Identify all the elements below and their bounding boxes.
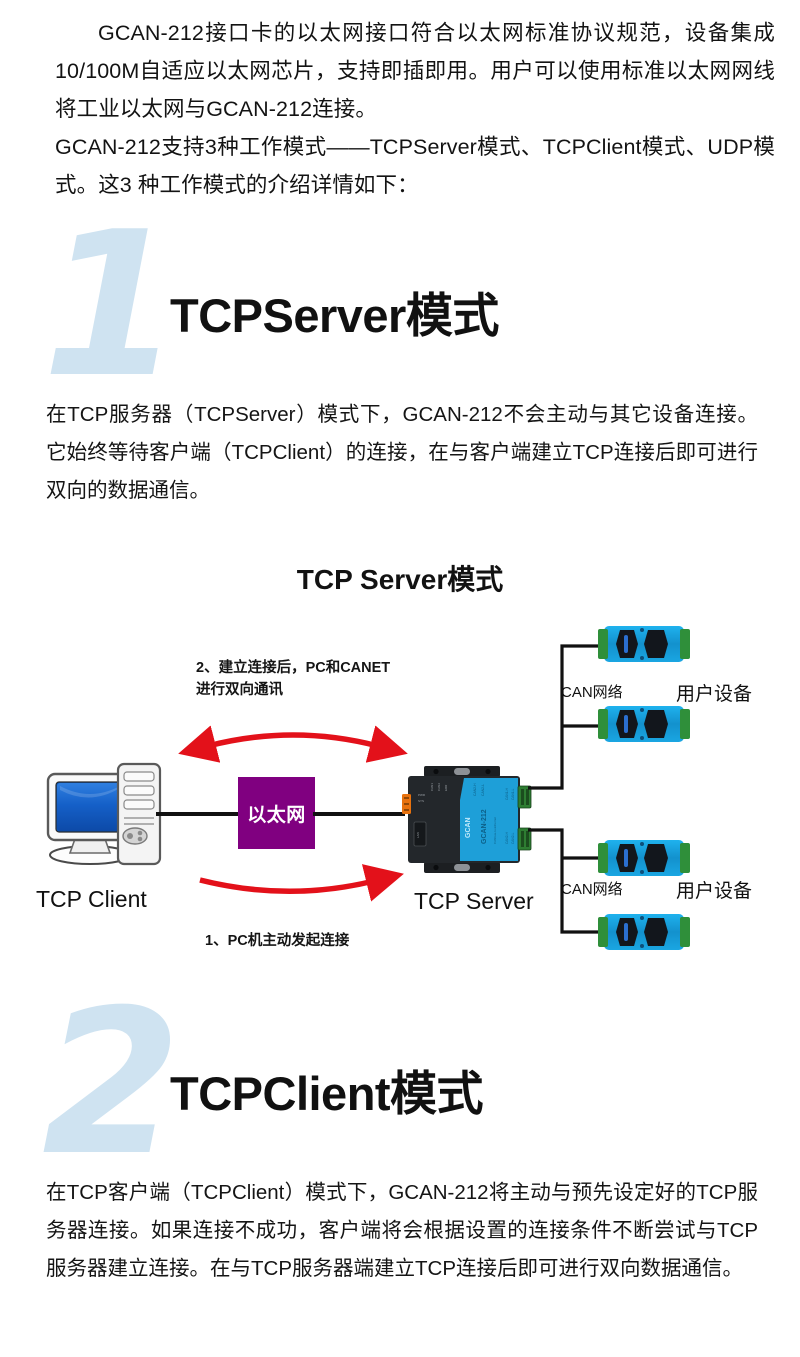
network-cable-left — [156, 812, 240, 816]
svg-text:CAN1: CAN1 — [430, 783, 434, 791]
section-number-1: 1 — [42, 189, 182, 422]
can-module-icon — [598, 706, 690, 742]
svg-text:CANbus-to-Ethernet: CANbus-to-Ethernet — [493, 817, 497, 844]
can-module-icon — [598, 914, 690, 950]
intro-paragraph-2: GCAN-212支持3种工作模式——TCPServer模式、TCPClient模… — [55, 135, 775, 197]
diagram-note-top: 2、建立连接后，PC和CANET 进行双向通讯 — [196, 657, 390, 701]
section-title-1: TCPServer模式 — [170, 289, 499, 342]
user-device-label-upper: 用户设备 — [676, 684, 753, 705]
svg-text:CAN2-H: CAN2-H — [473, 783, 477, 796]
svg-text:LAN: LAN — [416, 832, 420, 838]
svg-text:GCAN: GCAN — [465, 817, 472, 838]
svg-text:CAN2: CAN2 — [437, 783, 441, 791]
svg-text:CAN1-L: CAN1-L — [511, 788, 515, 800]
network-cable-right — [313, 812, 405, 816]
can-network-upper-wiring — [528, 644, 606, 790]
computer-icon — [46, 762, 162, 866]
section-number-2: 2 — [42, 967, 182, 1200]
diagram-note-bottom: 1、PC机主动发起连接 — [205, 933, 350, 949]
tcp-client-label: TCP Client — [36, 886, 147, 912]
can-module-icon — [598, 626, 690, 662]
svg-text:PWR: PWR — [418, 793, 426, 797]
svg-text:ERR: ERR — [444, 784, 448, 791]
intro-text-block: GCAN-212接口卡的以太网接口符合以太网标准协议规范，设备集成10/100M… — [55, 14, 775, 204]
section-heading-1: 1 TCPServer模式 — [0, 206, 800, 406]
svg-text:SYS: SYS — [418, 799, 424, 803]
section-heading-2: 2 TCPClient模式 — [0, 984, 800, 1184]
section-body-2: 在TCP客户端（TCPClient）模式下，GCAN-212将主动与预先设定好的… — [46, 1181, 758, 1280]
ethernet-cloud-block: 以太网 — [238, 777, 315, 849]
svg-text:CAN2-L: CAN2-L — [481, 784, 485, 796]
tcp-server-label: TCP Server — [414, 888, 534, 914]
section-title-2: TCPClient模式 — [170, 1067, 484, 1120]
can-network-label-upper: CAN网络 — [561, 684, 623, 701]
svg-text:GCAN-212: GCAN-212 — [481, 809, 488, 844]
user-device-label-lower: 用户设备 — [676, 881, 753, 902]
can-network-label-lower: CAN网络 — [561, 881, 623, 898]
diagram-note-top-line2: 进行双向通讯 — [196, 682, 283, 698]
can-module-icon — [598, 840, 690, 876]
bidirectional-arrow-icon — [178, 725, 408, 763]
tcp-server-diagram: TCP Server模式 — [0, 546, 800, 971]
ethernet-cloud-label: 以太网 — [247, 804, 306, 826]
section-body-1: 在TCP服务器（TCPServer）模式下，GCAN-212不会主动与其它设备连… — [46, 403, 758, 502]
diagram-note-top-line1: 2、建立连接后，PC和CANET — [196, 660, 391, 676]
gcan-212-device-icon: PWR SYS CAN1 CAN2 ERR LAN CAN2-H CAN2-L … — [402, 766, 532, 873]
intro-paragraph-1: GCAN-212接口卡的以太网接口符合以太网标准协议规范，设备集成10/100M… — [55, 21, 775, 121]
diagram-title: TCP Server模式 — [296, 564, 504, 595]
svg-text:CAN2-H: CAN2-H — [505, 831, 509, 844]
svg-text:CAN2-L: CAN2-L — [511, 832, 515, 844]
unidirectional-arrow-icon — [199, 864, 404, 902]
svg-text:CAN1-H: CAN1-H — [505, 787, 509, 800]
